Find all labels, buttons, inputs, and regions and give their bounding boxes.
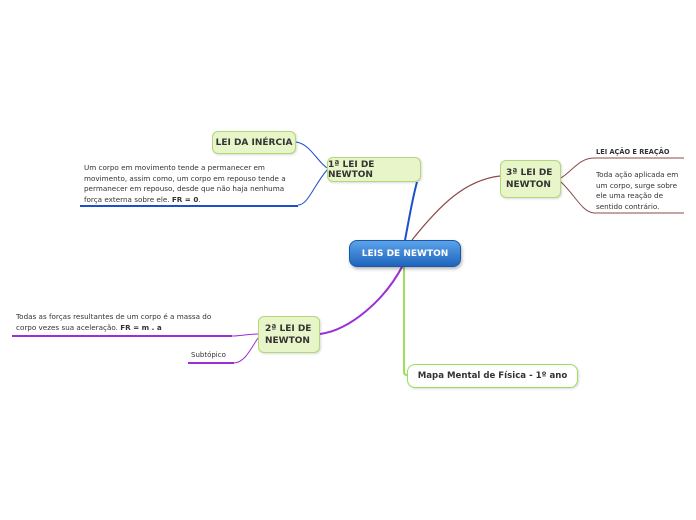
inertia-topic-label: LEI DA INÉRCIA [215, 137, 293, 148]
connector-center-extra [403, 265, 408, 376]
inertia-topic[interactable]: LEI DA INÉRCIA [212, 131, 296, 154]
connector-center-law2 [319, 264, 404, 335]
law1-topic[interactable]: 1ª LEI DE NEWTON [327, 157, 421, 182]
connector-center-law3 [411, 175, 501, 241]
law1-topic-label: 1ª LEI DE NEWTON [328, 159, 375, 180]
connector-law2-note [231, 333, 259, 337]
connector-law2-subtopic [233, 337, 259, 364]
extra-topic-label: Mapa Mental de Física - 1º ano [417, 371, 568, 381]
law2-topic-label: 2ª LEI DE NEWTON [265, 323, 312, 346]
law3-topic-label: 3ª LEI DE NEWTON [506, 168, 553, 190]
central-topic[interactable]: LEIS DE NEWTON [349, 240, 461, 267]
law1-note-formula: FR = 0 [171, 194, 199, 204]
action-reaction-text: LEI AÇÃO E REAÇÃO [596, 148, 670, 156]
connector-law1-note [297, 169, 328, 206]
connector-law3-action [560, 157, 595, 179]
action-reaction-label[interactable]: LEI AÇÃO E REAÇÃO [596, 148, 669, 156]
law1-note[interactable]: Um corpo em movimento tende a permanecer… [84, 163, 286, 204]
law2-topic[interactable]: 2ª LEI DE NEWTON [258, 316, 320, 353]
law3-note-text: Toda ação aplicada em um corpo, surge so… [596, 170, 679, 211]
connector-center-law1 [404, 181, 418, 241]
law2-note[interactable]: Todas as forças resultantes de um corpo … [16, 312, 232, 333]
law2-note-text: Todas as forças resultantes de um corpo … [16, 312, 212, 332]
connector-law3-note [560, 181, 595, 214]
law3-topic[interactable]: 3ª LEI DE NEWTON [500, 160, 561, 198]
law3-note[interactable]: Toda ação aplicada em um corpo, surge so… [596, 170, 682, 212]
law2-note-formula: FR = m . a [120, 322, 162, 332]
central-topic-label: LEIS DE NEWTON [361, 248, 449, 259]
extra-topic[interactable]: Mapa Mental de Física - 1º ano [407, 364, 578, 388]
law1-note-text: Um corpo em movimento tende a permanecer… [84, 163, 286, 204]
subtopic-label[interactable]: Subtópico [191, 351, 226, 359]
connector-law1-inertia [295, 141, 328, 169]
